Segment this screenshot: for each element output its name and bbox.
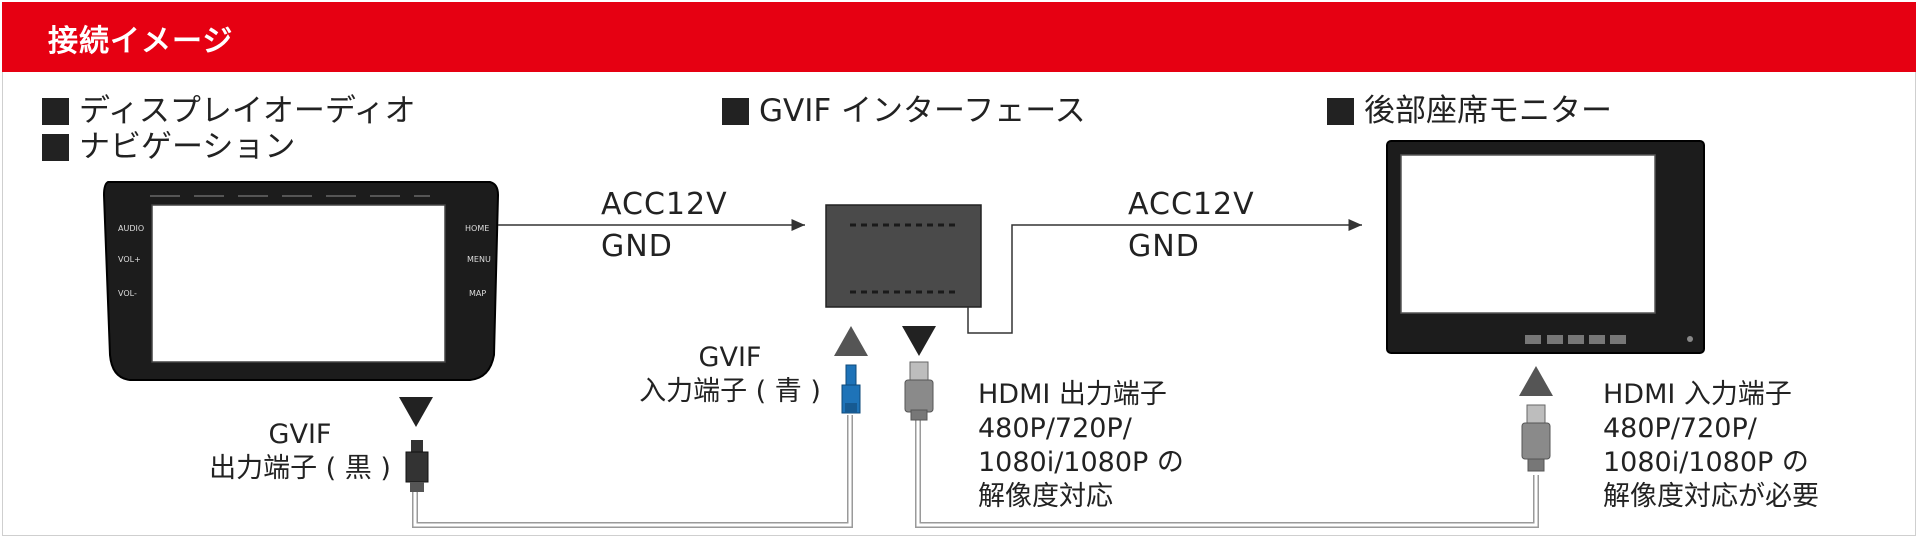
hdmi-output-label: HDMI 出力端子 480P/720P/ 1080i/1080P の 解像度対応 [978,379,1184,512]
btn-home-label: HOME [465,224,489,233]
label-gvif-interface: GVIF インターフェース [722,93,1086,129]
signal-gnd-left: GND [601,229,673,264]
gvif-input-plug [841,364,861,414]
gvif-input-marker-icon [834,326,868,356]
head-unit-device [102,181,500,381]
signal-acc-left: ACC12V [601,187,728,222]
hdmi-output-plug [904,361,934,421]
header-title: 接続イメージ [48,24,234,59]
btn-map-label: MAP [469,289,486,298]
btn-menu-label: MENU [467,255,491,264]
square-bullet-icon [722,98,749,125]
label-navigation: ナビゲーション [42,129,295,165]
gvif-output-plug [405,440,429,492]
signal-acc-right: ACC12V [1128,187,1255,222]
label-display-audio: ディスプレイオーディオ [42,93,416,129]
signal-gnd-right: GND [1128,229,1200,264]
square-bullet-icon [42,134,69,161]
gvif-interface-box [825,204,982,308]
btn-vol-plus-label: VOL+ [118,255,141,264]
hdmi-input-plug [1521,404,1551,472]
btn-audio-label: AUDIO [118,224,144,233]
btn-vol-minus-label: VOL- [118,289,137,298]
hdmi-input-label: HDMI 入力端子 480P/720P/ 1080i/1080P の 解像度対応… [1603,379,1819,512]
square-bullet-icon [1327,98,1354,125]
header-bar: 接続イメージ [2,2,1916,72]
gvif-output-label: GVIF 出力端子 ( 黒 ) [209,419,391,484]
hdmi-input-marker-icon [1519,366,1553,396]
square-bullet-icon [42,98,69,125]
gvif-output-marker-icon [399,397,433,427]
rear-monitor-device [1386,140,1705,354]
hdmi-output-marker-icon [902,326,936,356]
gvif-input-label: GVIF 入力端子 ( 青 ) [639,342,821,407]
label-rear-monitor: 後部座席モニター [1327,93,1612,129]
